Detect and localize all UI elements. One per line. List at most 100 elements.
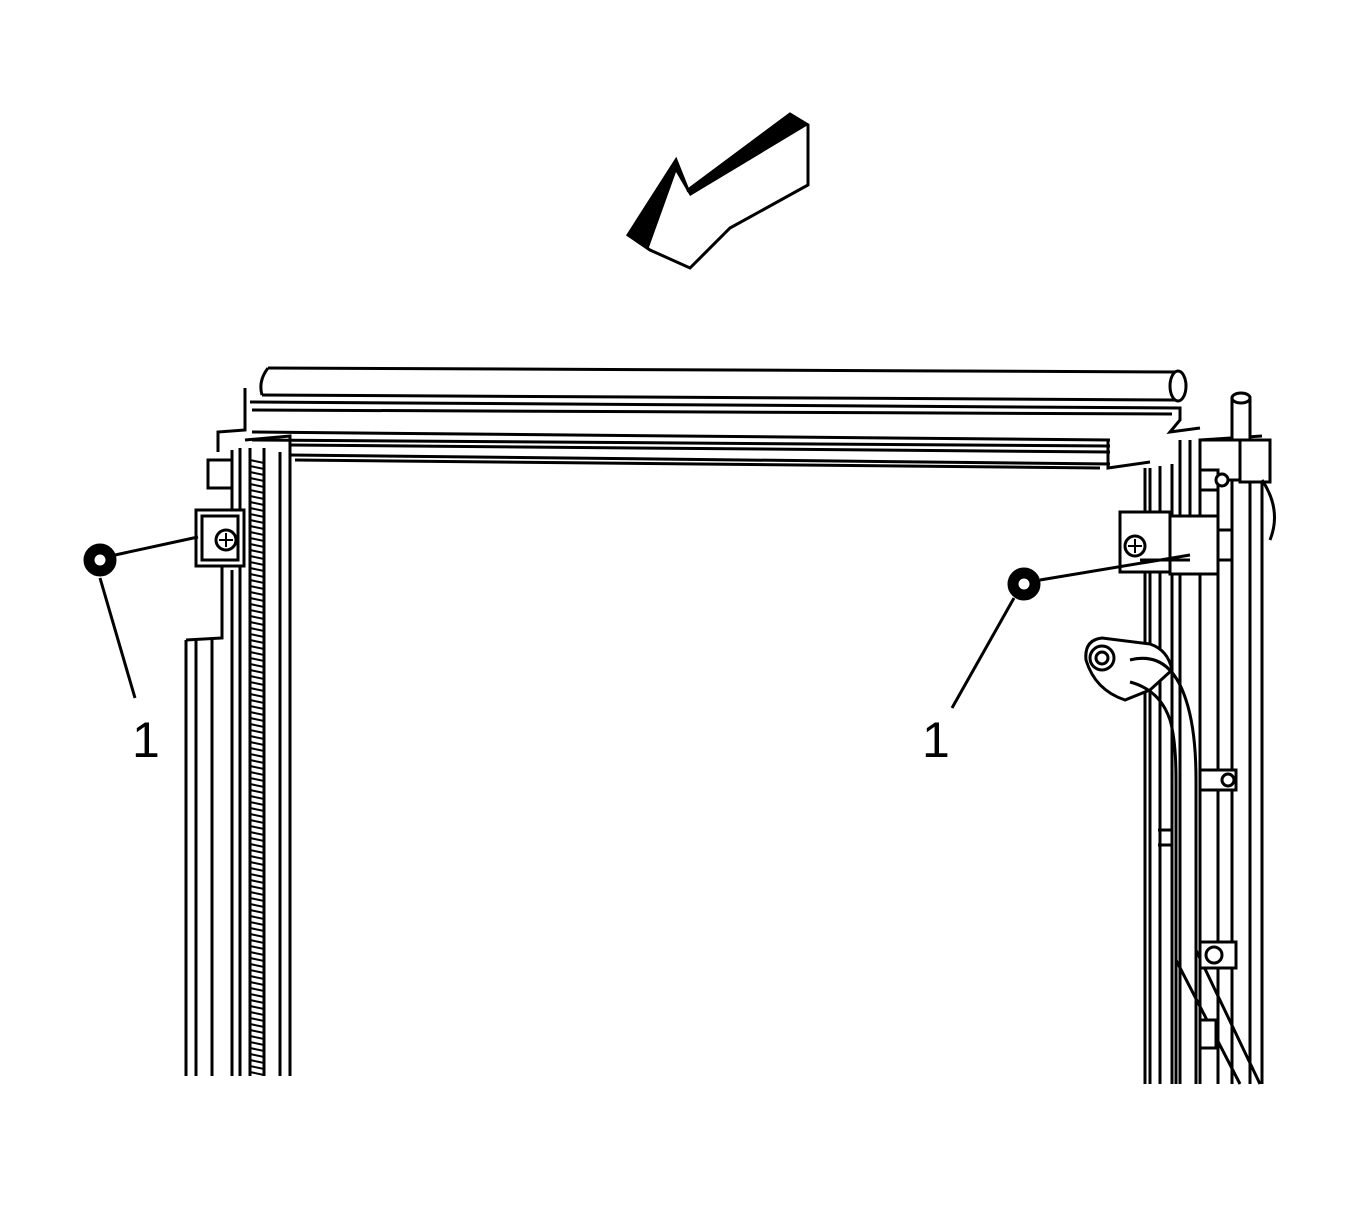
fin-line — [249, 609, 265, 614]
fin-line — [249, 633, 265, 638]
fin-line — [249, 855, 265, 860]
fin-line — [249, 675, 265, 680]
fin-line — [249, 663, 265, 668]
fin-line — [249, 693, 265, 698]
fin-line — [249, 867, 265, 872]
left-nut-icon — [83, 543, 117, 577]
fin-line — [249, 741, 265, 746]
fin-line — [249, 1071, 265, 1076]
fin-line — [249, 759, 265, 764]
fin-line — [249, 945, 265, 950]
fin-line — [249, 627, 265, 632]
fin-line — [249, 753, 265, 758]
fin-line — [249, 933, 265, 938]
fin-line — [249, 687, 265, 692]
fin-line — [249, 525, 265, 530]
fin-line — [249, 561, 265, 566]
fin-line — [249, 1059, 265, 1064]
fin-line — [249, 981, 265, 986]
left-bracket — [194, 458, 246, 568]
fin-line — [249, 573, 265, 578]
fin-line — [249, 543, 265, 548]
fin-line — [249, 843, 265, 848]
fin-line — [249, 813, 265, 818]
fin-line — [249, 699, 265, 704]
fin-line — [249, 729, 265, 734]
fin-line — [249, 825, 265, 830]
fin-line — [249, 567, 265, 572]
fin-line — [249, 957, 265, 962]
fin-line — [249, 777, 265, 782]
fin-line — [249, 507, 265, 512]
fin-line — [249, 819, 265, 824]
fin-line — [249, 603, 265, 608]
fin-line — [249, 909, 265, 914]
fin-line — [249, 555, 265, 560]
fin-line — [249, 915, 265, 920]
fin-line — [249, 765, 265, 770]
fin-line — [249, 705, 265, 710]
leader-lines — [98, 535, 1191, 709]
fin-line — [249, 897, 265, 902]
fin-line — [249, 963, 265, 968]
fin-line — [249, 651, 265, 656]
fin-line — [249, 891, 265, 896]
callout-label-right: 1 — [922, 712, 950, 768]
fin-line — [249, 495, 265, 500]
top-tube — [259, 366, 1188, 403]
fin-line — [249, 1065, 265, 1070]
right-lower-clips — [1198, 768, 1238, 1050]
fin-line — [249, 837, 265, 842]
fin-line — [249, 465, 265, 470]
fin-line — [249, 585, 265, 590]
fin-line — [249, 513, 265, 518]
fin-line — [249, 987, 265, 992]
fin-line — [249, 1053, 265, 1058]
fin-line — [249, 489, 265, 494]
fin-line — [249, 645, 265, 650]
fin-line — [249, 903, 265, 908]
fin-line — [249, 789, 265, 794]
fin-line — [249, 1041, 265, 1046]
fin-line — [249, 621, 265, 626]
fin-line — [249, 807, 265, 812]
fin-line — [249, 879, 265, 884]
fin-line — [249, 795, 265, 800]
fin-line — [249, 477, 265, 482]
fin-line — [249, 921, 265, 926]
right-mid-bracket — [1118, 510, 1234, 576]
fin-line — [249, 861, 265, 866]
fin-line — [249, 993, 265, 998]
fin-line — [249, 939, 265, 944]
fin-line — [249, 459, 265, 464]
fin-line — [249, 1029, 265, 1034]
fin-line — [249, 549, 265, 554]
fin-line — [249, 669, 265, 674]
fin-line — [249, 951, 265, 956]
fin-line — [249, 975, 265, 980]
fin-line — [249, 579, 265, 584]
fin-line — [249, 969, 265, 974]
fin-line — [249, 747, 265, 752]
fin-line — [249, 927, 265, 932]
fin-line — [249, 537, 265, 542]
fin-line — [249, 723, 265, 728]
fin-line — [249, 783, 265, 788]
fin-line — [249, 717, 265, 722]
left-condenser-fins — [249, 459, 265, 1076]
fin-line — [249, 885, 265, 890]
fin-line — [249, 831, 265, 836]
fin-line — [249, 519, 265, 524]
fin-line — [249, 639, 265, 644]
fin-line — [249, 1005, 265, 1010]
fin-line — [249, 711, 265, 716]
fin-line — [249, 1023, 265, 1028]
fin-line — [249, 1011, 265, 1016]
fin-line — [249, 681, 265, 686]
view-direction-arrow — [625, 112, 810, 270]
fin-line — [249, 873, 265, 878]
fin-line — [249, 471, 265, 476]
fin-line — [249, 1035, 265, 1040]
fin-line — [249, 531, 265, 536]
